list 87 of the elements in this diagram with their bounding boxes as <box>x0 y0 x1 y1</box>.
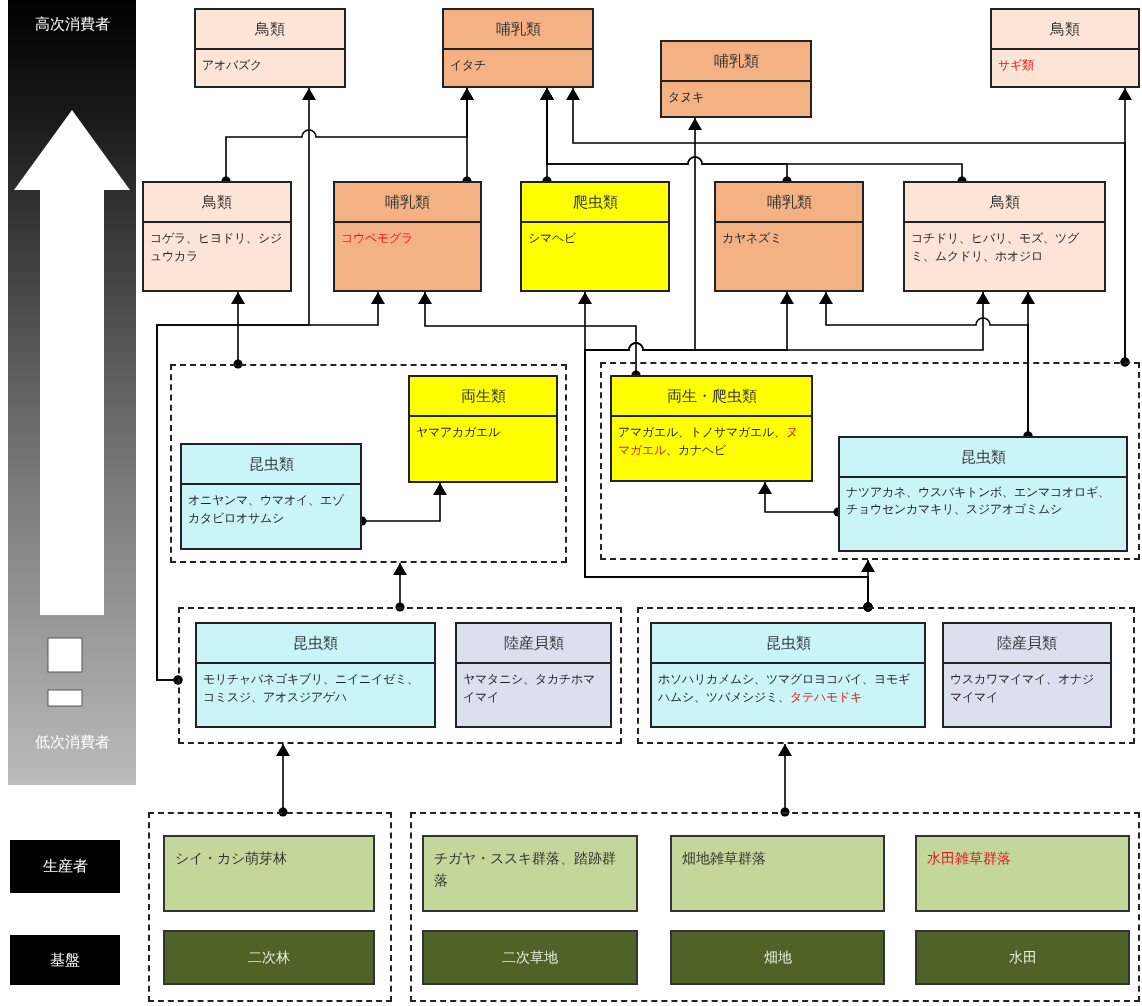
category-title: 昆虫類 <box>248 454 294 474</box>
category-title: 陸産貝類 <box>503 633 564 653</box>
category-title: 鳥類 <box>202 192 232 212</box>
arrow <box>778 743 792 817</box>
species-list: コチドリ、ヒバリ、モズ、ツグミ、ムクドリ、ホオジロ <box>911 229 1098 265</box>
species-list: オニヤンマ、ウマオイ、エゾカタビロオサムシ <box>188 491 354 527</box>
category-title: 哺乳類 <box>495 19 541 39</box>
community-name: 畑地雑草群落 <box>682 849 767 868</box>
species-list: シマヘビ <box>528 229 662 247</box>
level-box <box>10 840 120 893</box>
category-box <box>333 181 482 292</box>
category-box <box>195 622 436 728</box>
habitat-box <box>422 930 638 985</box>
community-name: シイ・カシ萌芽林 <box>175 849 288 868</box>
community-name: チガヤ・ススキ群落、踏跡群落 <box>434 849 617 890</box>
arrow <box>156 291 385 685</box>
species-list: コウベモグラ <box>341 229 474 247</box>
category-box <box>942 622 1112 728</box>
group-frame <box>148 812 392 1002</box>
habitat-name: 畑地 <box>763 948 792 967</box>
habitat-box <box>163 930 375 985</box>
category-box <box>520 181 670 292</box>
category-title: 哺乳類 <box>766 192 812 212</box>
species-list: タヌキ <box>668 88 804 106</box>
producer-box <box>422 835 638 912</box>
category-box <box>990 8 1140 88</box>
habitat-name: 二次林 <box>248 948 290 967</box>
producer-box <box>670 835 885 912</box>
category-box <box>442 8 594 88</box>
level-label: 低次消費者 <box>34 732 110 753</box>
category-title: 陸産貝類 <box>997 633 1057 653</box>
category-title: 昆虫類 <box>765 633 811 653</box>
level-box <box>10 935 120 985</box>
species-list: ヤマタニシ、タカチホマイマイ <box>463 670 604 706</box>
species-list: アオバズク <box>202 56 338 74</box>
category-box <box>903 181 1106 292</box>
arrow <box>861 559 875 612</box>
category-title: 爬虫類 <box>572 192 618 212</box>
level-label: 生産者 <box>42 857 88 876</box>
group-frame <box>170 364 567 563</box>
species-list: ヤマアカガエル <box>416 423 550 441</box>
level-label: 基盤 <box>50 950 80 970</box>
category-box <box>455 622 612 728</box>
trophic-level-bar <box>8 0 136 785</box>
category-title: 哺乳類 <box>385 192 430 212</box>
category-box <box>408 375 558 483</box>
group-frame <box>410 812 1140 1002</box>
category-box <box>838 436 1128 552</box>
category-box <box>142 181 292 292</box>
arrow <box>231 291 245 369</box>
species-list: モリチャバネゴキブリ、ニイニイゼミ、コミスジ、アオスジアゲハ <box>203 670 428 706</box>
category-title: 鳥類 <box>989 192 1020 212</box>
category-box <box>194 8 346 88</box>
producer-box <box>163 835 375 912</box>
category-title: 昆虫類 <box>960 447 1006 467</box>
category-box <box>180 443 362 550</box>
level-label: 高次消費者 <box>34 14 110 35</box>
category-title: 鳥類 <box>255 19 285 39</box>
species-list: ホソハリカメムシ、ツマグロヨコバイ、ヨモギハムシ、ツバメシジミ、タテハモドキ <box>658 670 918 706</box>
habitat-box <box>915 930 1130 985</box>
group-frame <box>600 362 1140 560</box>
category-box <box>660 40 812 118</box>
category-box <box>650 622 926 728</box>
category-title: 昆虫類 <box>293 633 338 653</box>
species-list: コゲラ、ヒヨドリ、シジュウカラ <box>150 229 284 265</box>
habitat-name: 水田 <box>1008 948 1037 967</box>
category-title: 両生・爬虫類 <box>666 386 757 406</box>
category-box <box>610 375 813 482</box>
species-list: カヤネズミ <box>722 229 856 247</box>
species-list: ナツアカネ、ウスバキトンボ、エンマコオロギ、チョウセンカマキリ、スジアオゴミムシ <box>846 484 1120 518</box>
species-list: イタチ <box>450 56 586 74</box>
arrow <box>276 743 290 817</box>
producer-box <box>915 835 1130 912</box>
species-list: ウスカワマイマイ、オナジマイマイ <box>950 670 1104 706</box>
group-frame <box>637 607 1135 744</box>
habitat-name: 二次草地 <box>502 948 558 967</box>
community-name: 水田雑草群落 <box>927 849 1012 868</box>
arrow <box>393 562 407 612</box>
category-box <box>714 181 864 292</box>
group-frame <box>178 607 622 744</box>
arrow <box>1118 87 1132 367</box>
category-title: 鳥類 <box>1050 19 1080 39</box>
habitat-box <box>670 930 885 985</box>
category-title: 両生類 <box>460 386 506 406</box>
category-title: 哺乳類 <box>713 51 759 71</box>
species-list: サギ類 <box>998 56 1132 74</box>
species-list: アマガエル、トノサマガエル、ヌマガエル、カナヘビ <box>618 423 805 459</box>
